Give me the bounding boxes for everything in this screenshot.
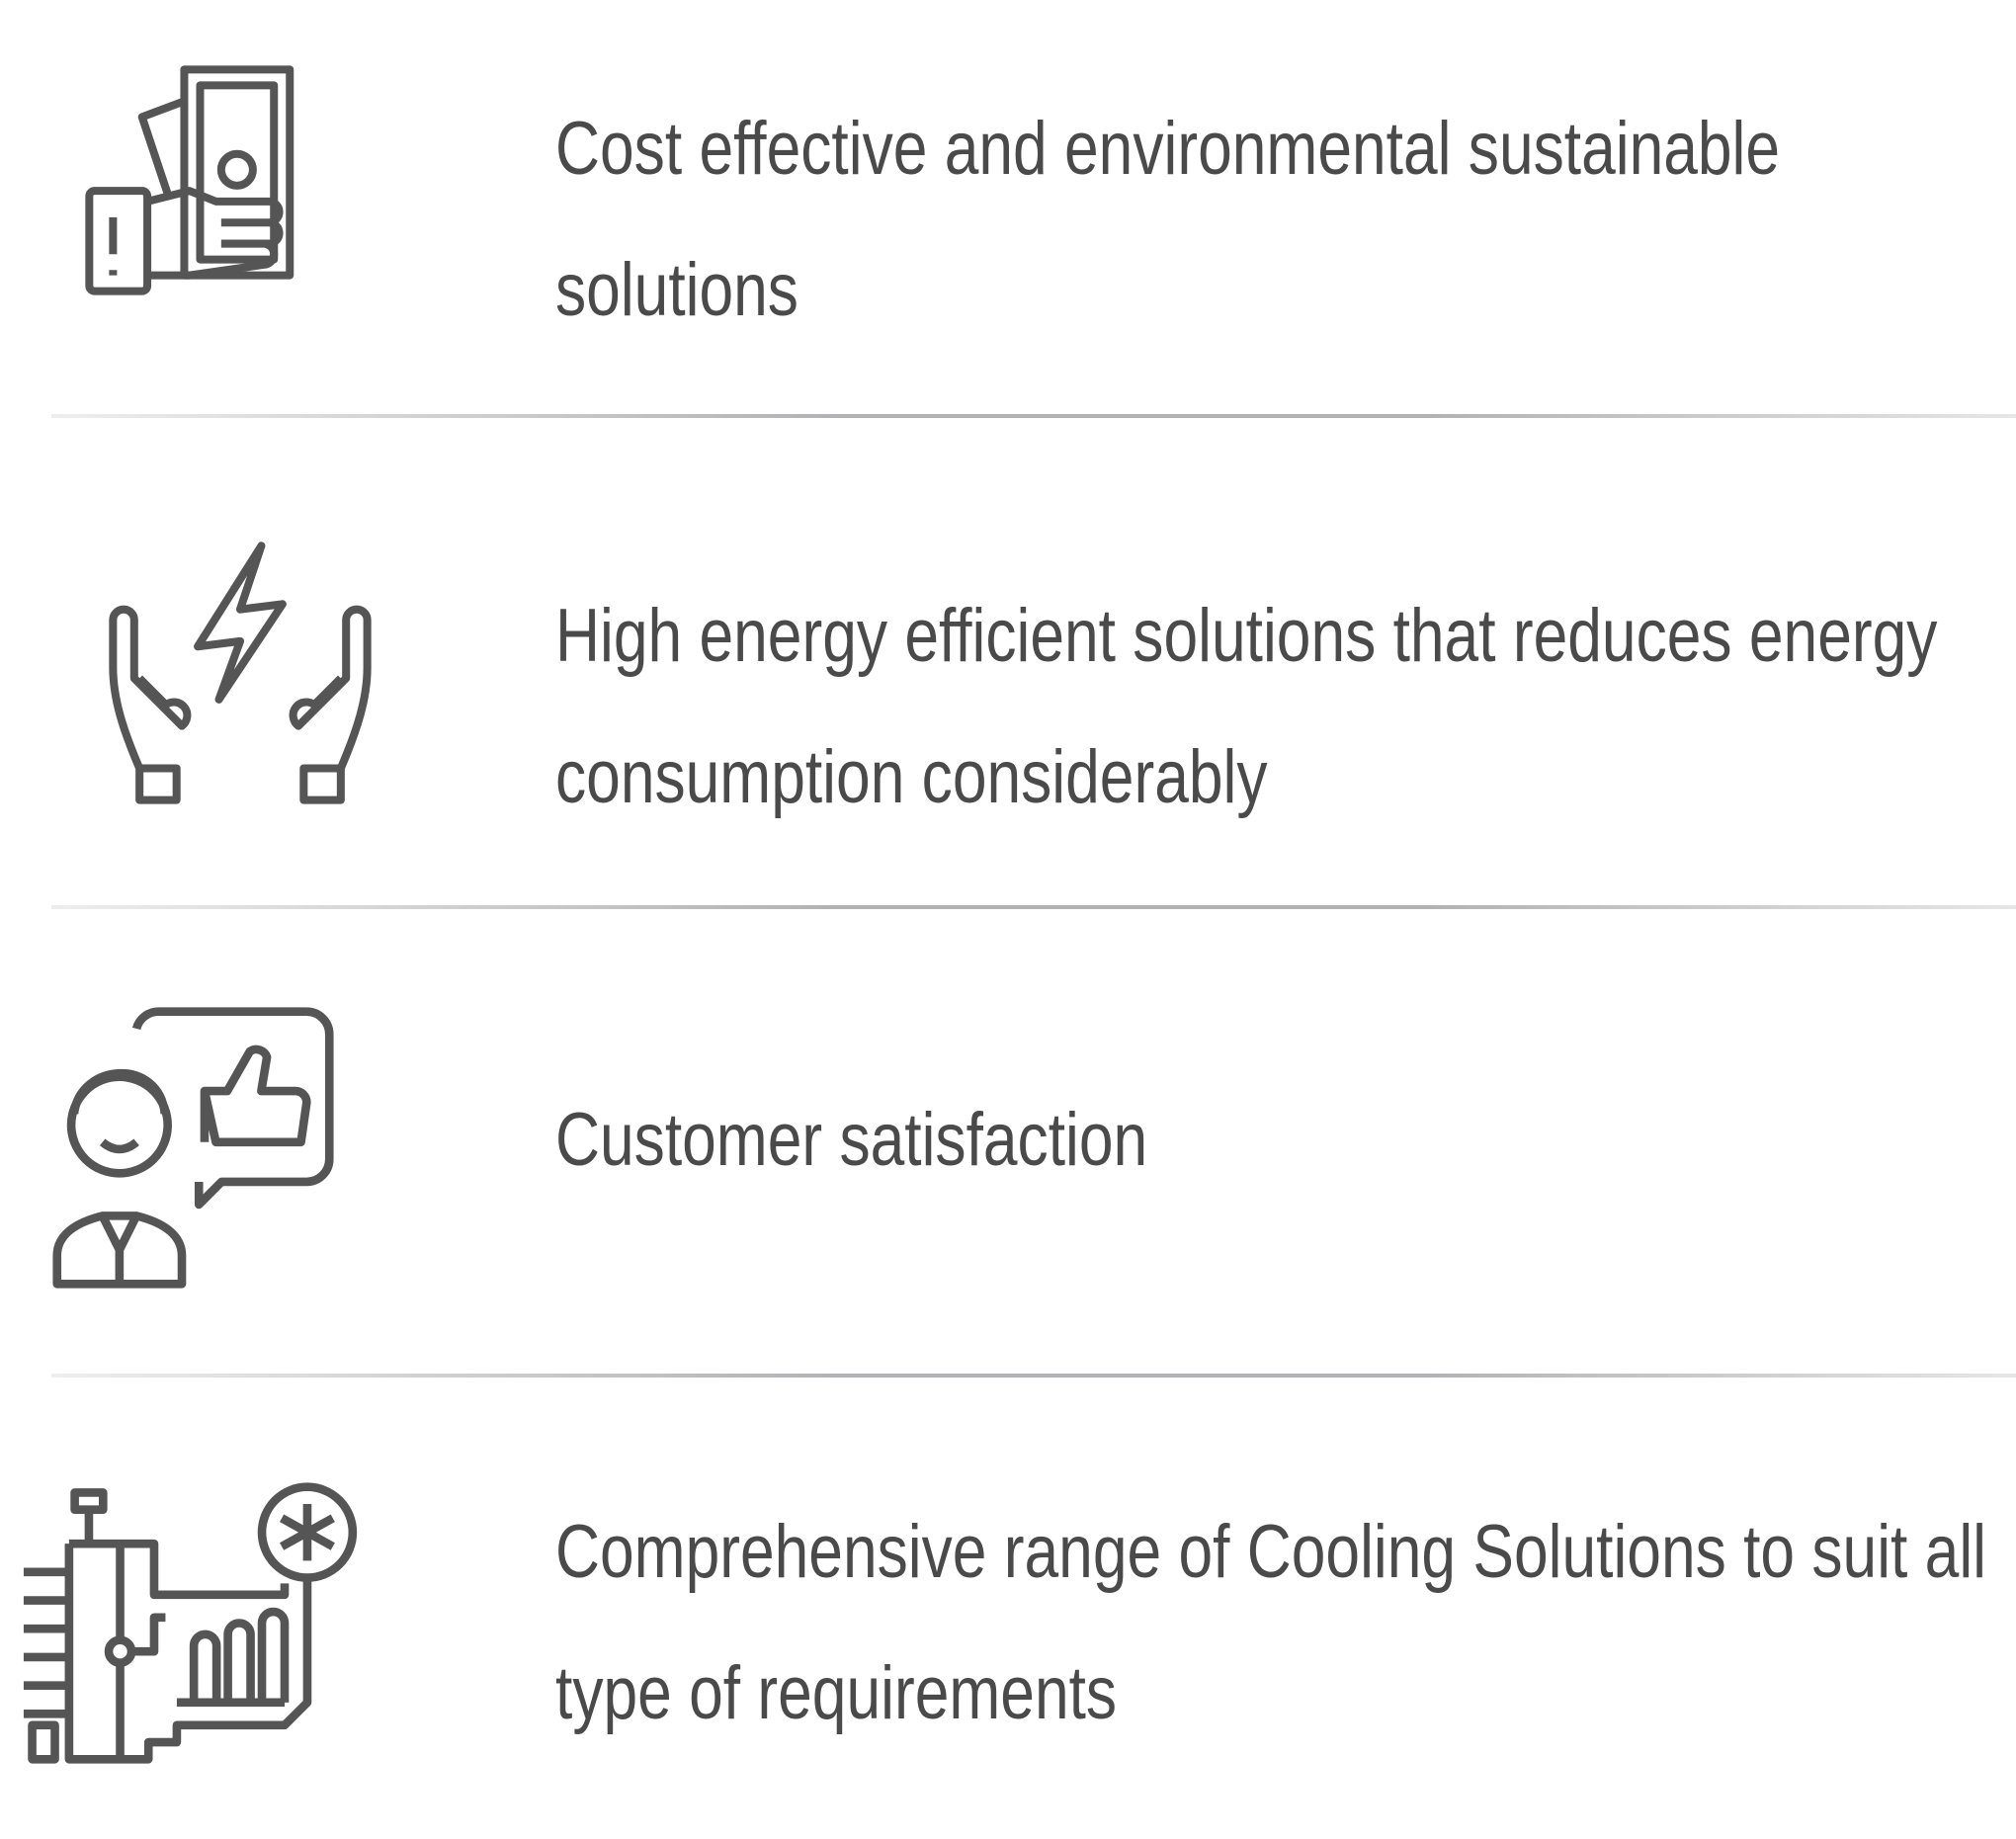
divider <box>51 905 2016 909</box>
energy-hands-icon <box>107 541 374 805</box>
feature-text: Cost effective and environmental sustain… <box>555 107 1781 332</box>
money-hand-icon <box>84 64 348 328</box>
feature-text: Comprehensive range of Cooling Solutions… <box>555 1510 1987 1735</box>
divider <box>51 414 2016 418</box>
divider <box>51 1374 2016 1378</box>
customer-thumbs-up-icon <box>51 1005 335 1291</box>
feature-text: High energy efficient solutions that red… <box>555 594 1938 819</box>
feature-text: Customer satisfaction <box>555 1098 1148 1182</box>
cooling-unit-icon <box>23 1481 393 1765</box>
